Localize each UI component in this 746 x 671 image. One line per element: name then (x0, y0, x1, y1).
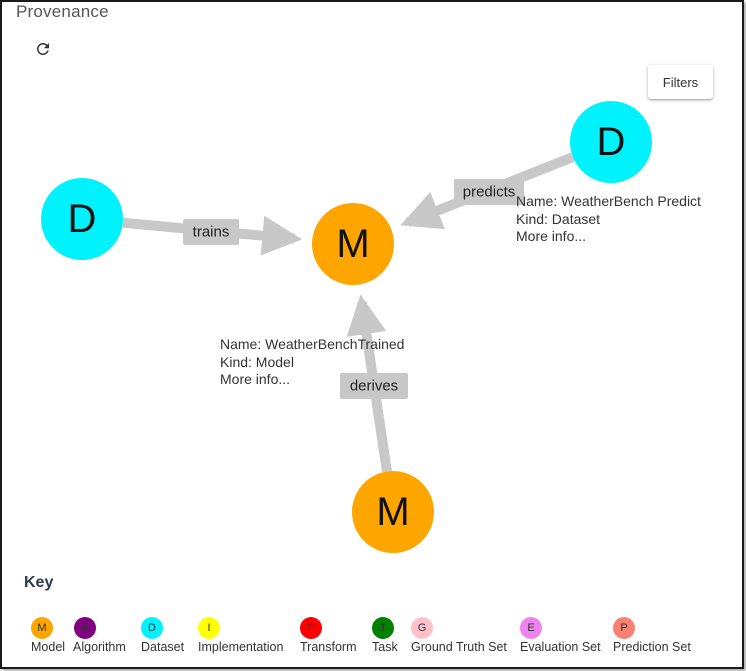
edge-label-predicts: predicts (454, 179, 524, 205)
legend-label: Transform (300, 640, 357, 654)
node-letter: D (597, 120, 626, 164)
edge-label-text: trains (193, 224, 230, 241)
legend-dot: Tr (300, 617, 322, 639)
legend-dot: G (411, 617, 433, 639)
info-name: Name: WeatherBench Predict (516, 193, 701, 209)
edge-label-text: predicts (463, 184, 516, 201)
more-info-link[interactable]: More info... (516, 228, 587, 244)
filters-button[interactable]: Filters (648, 65, 713, 99)
legend-label: Task (372, 640, 398, 654)
edge-label-background (340, 373, 408, 399)
info-kind: Kind: Dataset (516, 210, 601, 227)
page-title: Provenance (16, 2, 109, 21)
legend-dot: A (74, 617, 96, 639)
node-model-center[interactable]: M (312, 203, 394, 285)
node-circle[interactable] (570, 101, 652, 183)
legend-label: Model (31, 640, 66, 654)
node-model-bottom[interactable]: M (352, 471, 434, 553)
legend-dot: P (613, 617, 635, 639)
legend-dot: M (31, 617, 53, 639)
legend-label: Algorithm (73, 640, 126, 654)
legend-dot: D (141, 617, 163, 639)
node-letter: M (336, 222, 369, 266)
edge-label-background (454, 179, 524, 205)
edge-label-trains: trains (183, 219, 239, 245)
legend-dot: T (372, 617, 394, 639)
legend-label: Implementation (198, 640, 284, 654)
node-circle[interactable] (312, 203, 394, 285)
legend-label: Ground Truth Set (411, 640, 507, 654)
node-circle[interactable] (41, 178, 123, 260)
edge-label-text: derives (350, 378, 398, 395)
more-info-link[interactable]: More info... (220, 371, 291, 387)
node-circle[interactable] (352, 471, 434, 553)
edge-label-background (183, 219, 239, 245)
key-title: Key (24, 574, 54, 591)
node-dataset-right[interactable]: D (570, 101, 652, 183)
node-letter: M (376, 490, 409, 534)
node-info-model-center: Name: WeatherBenchTrained Kind: Model Mo… (220, 336, 404, 389)
info-kind: Kind: Model (220, 353, 294, 370)
legend-label: Evaluation Set (520, 640, 601, 654)
legend-label: Prediction Set (613, 640, 691, 654)
node-info-dataset-right: Name: WeatherBench Predict Kind: Dataset… (516, 193, 701, 246)
node-dataset-left[interactable]: D (41, 178, 123, 260)
legend-label: Dataset (141, 640, 185, 654)
legend-dot: E (520, 617, 542, 639)
info-name: Name: WeatherBenchTrained (220, 336, 405, 352)
edge-label-derives: derives (340, 373, 408, 399)
legend-dot: I (198, 617, 220, 639)
node-letter: D (68, 197, 97, 241)
